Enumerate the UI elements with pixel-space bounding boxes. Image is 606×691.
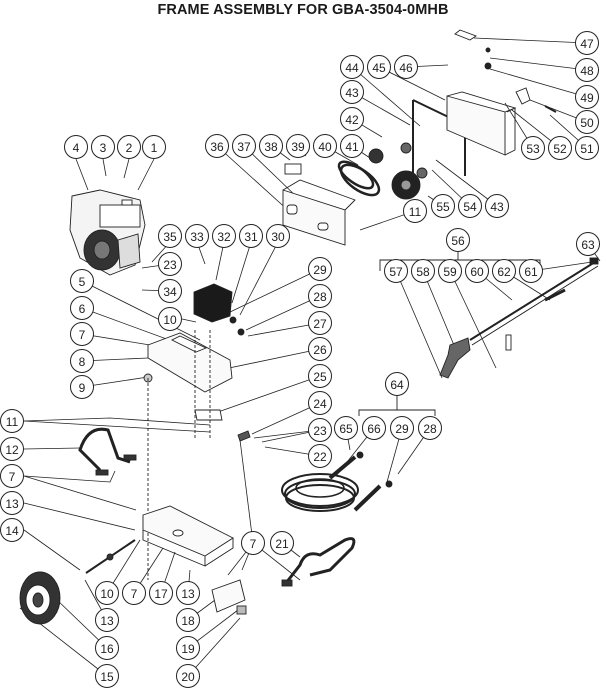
upper-frame	[143, 330, 251, 580]
callout-50: 50	[575, 110, 599, 134]
callout-24: 24	[308, 391, 332, 415]
callout-40: 40	[313, 134, 337, 158]
callout-19: 19	[176, 636, 200, 660]
callout-5: 5	[70, 269, 94, 293]
callout-29: 29	[308, 257, 332, 281]
callout-47: 47	[575, 31, 599, 55]
pump-bracket	[282, 163, 356, 246]
callout-21: 21	[270, 531, 294, 555]
foot-bracket	[211, 579, 247, 615]
callout-13: 13	[176, 581, 200, 605]
callout-45: 45	[367, 55, 391, 79]
pump	[193, 283, 245, 336]
callout-65: 65	[334, 416, 358, 440]
callout-20: 20	[176, 664, 200, 688]
callout-28: 28	[308, 284, 332, 308]
belt-guard	[412, 29, 557, 180]
callout-3: 3	[91, 135, 115, 159]
callout-56: 56	[446, 228, 470, 252]
hose-reel	[281, 451, 393, 512]
callout-15: 15	[95, 664, 119, 688]
callout-35: 35	[158, 224, 182, 248]
callout-12: 12	[0, 437, 24, 461]
callout-22: 22	[308, 444, 332, 468]
callout-64: 64	[385, 372, 409, 396]
callout-55: 55	[431, 194, 455, 218]
callout-7: 7	[122, 581, 146, 605]
callout-23: 23	[158, 252, 182, 276]
callout-60: 60	[465, 259, 489, 283]
callout-51: 51	[575, 136, 599, 160]
belts-pulleys	[337, 142, 428, 200]
callout-66: 66	[362, 416, 386, 440]
callout-14: 14	[0, 518, 24, 542]
callout-13: 13	[0, 491, 24, 515]
callout-7: 7	[241, 531, 265, 555]
callout-59: 59	[438, 259, 462, 283]
spray-gun-wand	[439, 257, 599, 379]
callout-48: 48	[575, 58, 599, 82]
callout-6: 6	[70, 296, 94, 320]
callout-11: 11	[403, 199, 427, 223]
callout-23: 23	[308, 418, 332, 442]
callout-13: 13	[95, 608, 119, 632]
callout-33: 33	[185, 224, 209, 248]
engine	[69, 189, 146, 276]
wheel	[19, 571, 61, 625]
callout-53: 53	[521, 136, 545, 160]
callout-58: 58	[411, 259, 435, 283]
callout-61: 61	[519, 259, 543, 283]
diagram-title: FRAME ASSEMBLY FOR GBA-3504-0MHB	[157, 2, 449, 18]
callout-10: 10	[95, 581, 119, 605]
callout-18: 18	[176, 608, 200, 632]
callout-62: 62	[492, 259, 516, 283]
callout-7: 7	[70, 322, 94, 346]
base-frame	[85, 505, 234, 574]
callout-26: 26	[308, 337, 332, 361]
callout-39: 39	[286, 134, 310, 158]
callout-17: 17	[149, 581, 173, 605]
callout-29: 29	[390, 416, 414, 440]
callout-16: 16	[95, 636, 119, 660]
callout-28: 28	[418, 416, 442, 440]
callout-42: 42	[340, 107, 364, 131]
callout-43: 43	[485, 194, 509, 218]
callout-30: 30	[266, 224, 290, 248]
callout-31: 31	[239, 224, 263, 248]
callout-8: 8	[70, 349, 94, 373]
callout-4: 4	[64, 135, 88, 159]
push-handle	[281, 537, 356, 587]
callout-54: 54	[458, 194, 482, 218]
callout-52: 52	[548, 136, 572, 160]
handle	[78, 427, 137, 476]
callout-25: 25	[308, 364, 332, 388]
callout-37: 37	[232, 134, 256, 158]
callout-34: 34	[158, 279, 182, 303]
callout-9: 9	[70, 375, 94, 399]
callout-36: 36	[205, 134, 229, 158]
callout-38: 38	[259, 134, 283, 158]
callout-2: 2	[117, 135, 141, 159]
callout-32: 32	[212, 224, 236, 248]
callout-44: 44	[340, 55, 364, 79]
callout-10: 10	[158, 307, 182, 331]
callout-27: 27	[308, 311, 332, 335]
callout-43: 43	[340, 80, 364, 104]
callout-11: 11	[0, 409, 24, 433]
callout-41: 41	[340, 134, 364, 158]
callout-1: 1	[142, 135, 166, 159]
callout-7: 7	[0, 464, 24, 488]
callout-49: 49	[575, 85, 599, 109]
callout-46: 46	[394, 55, 418, 79]
callout-57: 57	[384, 259, 408, 283]
callout-63: 63	[576, 232, 600, 256]
